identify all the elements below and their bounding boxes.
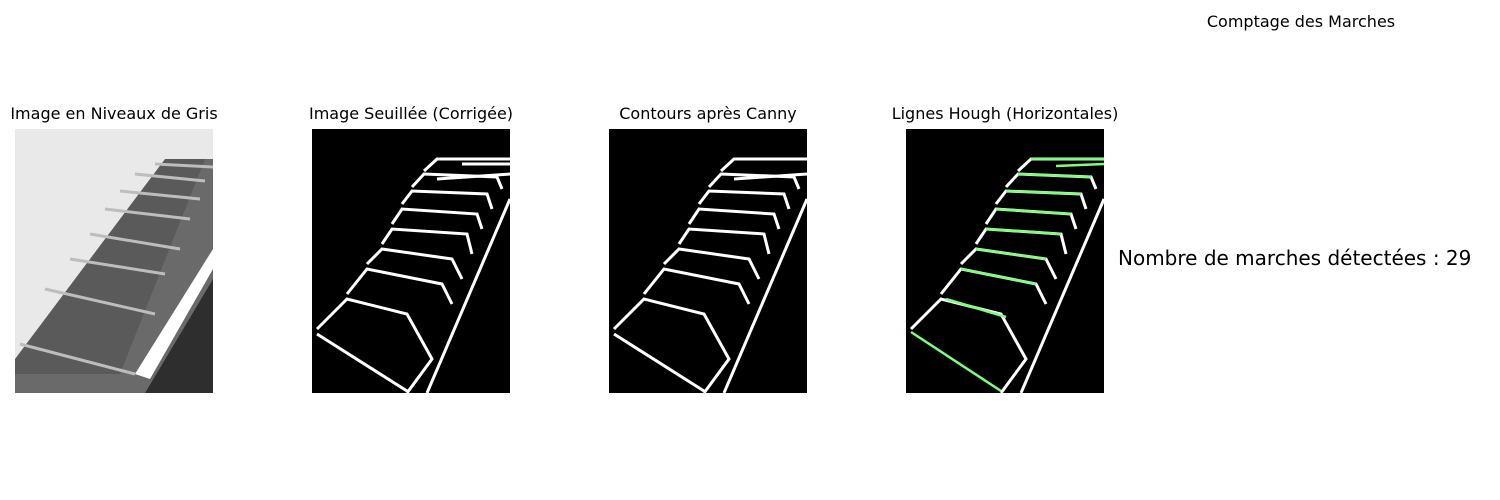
panel-title-threshold: Image Seuillée (Corrigée) <box>308 104 514 123</box>
grayscale-image <box>15 129 213 393</box>
canny-image <box>609 129 807 393</box>
figure-title: Comptage des Marches <box>1206 12 1396 31</box>
panel-title-grayscale: Image en Niveaux de Gris <box>10 104 218 123</box>
step-count-text: Nombre de marches détectées : 29 <box>1118 246 1472 270</box>
panel-title-canny: Contours après Canny <box>619 104 797 123</box>
panel-title-hough: Lignes Hough (Horizontales) <box>891 104 1119 123</box>
threshold-image <box>312 129 510 393</box>
hough-image <box>906 129 1104 393</box>
